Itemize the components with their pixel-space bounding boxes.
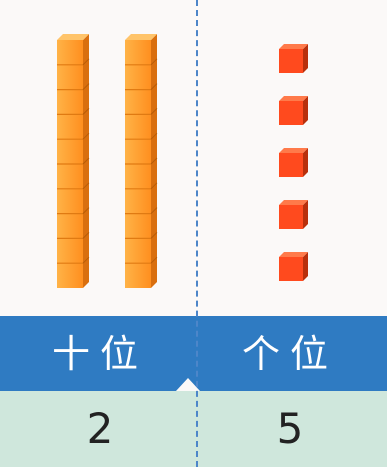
unit-cube (279, 200, 308, 229)
unit-cube (279, 96, 308, 125)
blocks-area (57, 34, 308, 288)
ones-place-label: 个位 (241, 332, 338, 376)
header-labels: 十位 个位 (0, 316, 387, 391)
ten-rod (125, 34, 158, 288)
header-band (0, 316, 387, 391)
ones-digit: 5 (276, 404, 304, 453)
tens-digit: 2 (86, 404, 114, 453)
unit-cube (279, 252, 308, 281)
column-divider (196, 0, 198, 467)
ten-rod (57, 34, 90, 288)
unit-cube (279, 148, 308, 177)
tens-rods (57, 34, 158, 288)
unit-cube (279, 44, 308, 73)
tens-place-label: 十位 (51, 332, 148, 376)
ones-cubes (279, 44, 308, 281)
value-band: 2 5 (0, 391, 387, 467)
